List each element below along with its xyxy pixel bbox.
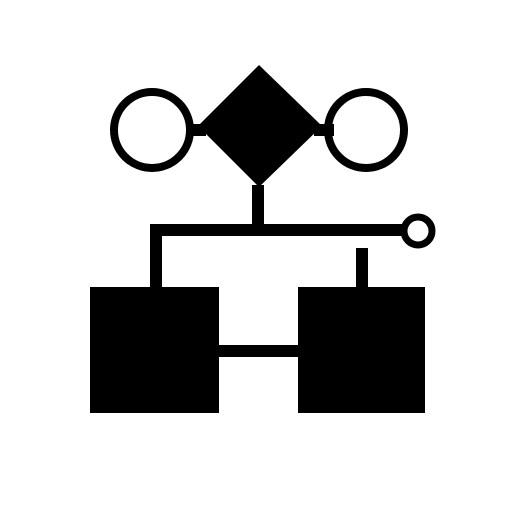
block-link-line: [216, 345, 302, 357]
terminal-node-icon: [400, 213, 436, 249]
diamond-stem-line: [252, 185, 264, 227]
decision-diamond-icon: [198, 65, 322, 187]
right-drop-line: [356, 248, 368, 290]
left-drop-line: [150, 224, 162, 290]
horizontal-connector-line: [150, 224, 402, 236]
left-process-block-icon: [90, 287, 219, 413]
right-process-block-icon: [298, 287, 425, 413]
